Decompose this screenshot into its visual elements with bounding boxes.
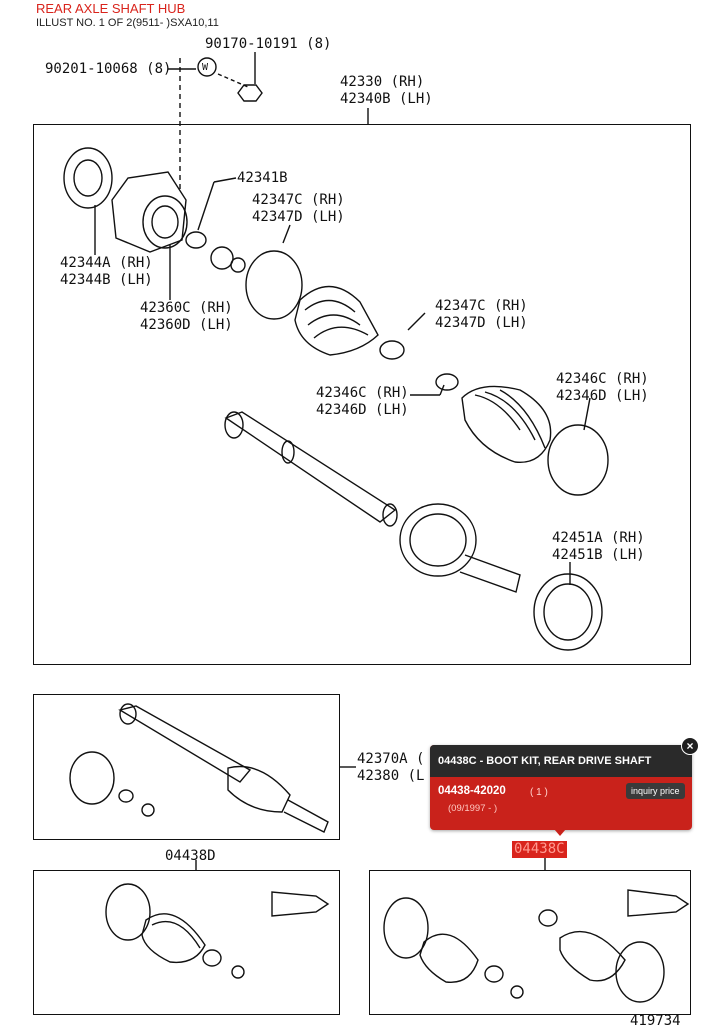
kit-boot (141, 913, 206, 964)
callout-42346d[interactable]: 42346D (LH) (316, 402, 409, 418)
small-boot-clamp (202, 949, 222, 967)
small-boot-clamp (484, 965, 504, 983)
callout-42360d[interactable]: 42360D (LH) (140, 317, 233, 333)
close-icon[interactable]: × (681, 737, 699, 755)
snap-ring (141, 803, 155, 817)
callout-42344a[interactable]: 42344A (RH) (60, 255, 153, 271)
popup-part-number[interactable]: 04438-42020 (438, 785, 506, 797)
boot-clamp (69, 751, 115, 805)
diagram-title: REAR AXLE SHAFT HUB (36, 1, 186, 16)
hub-bearing (63, 147, 113, 209)
callout-04438c-selected[interactable]: 04438C (512, 841, 567, 858)
boot-clamp (105, 883, 151, 941)
popup-quantity: ( 1 ) (530, 787, 548, 798)
callout-42346d-right[interactable]: 42346D (LH) (556, 388, 649, 404)
leader-line (282, 224, 291, 244)
callout-42451b[interactable]: 42451B (LH) (552, 547, 645, 563)
popup-heading: 04438C - BOOT KIT, REAR DRIVE SHAFT (430, 745, 692, 777)
outer-cv-joint (399, 503, 477, 577)
stub-shaft (459, 554, 521, 593)
grease-tube (271, 891, 330, 917)
snap-ring (231, 965, 245, 979)
hub-nut (237, 84, 263, 102)
callout-42347d-lower[interactable]: 42347D (LH) (435, 315, 528, 331)
boot-clamp (615, 941, 665, 1003)
outboard-boot (461, 385, 552, 464)
leader-line (439, 384, 445, 396)
boot-clamp (383, 897, 429, 959)
boot-kit-04438c-frame (369, 870, 691, 1015)
callout-42451a[interactable]: 42451A (RH) (552, 530, 645, 546)
callout-42346c[interactable]: 42346C (RH) (316, 385, 409, 401)
inboard-boot (294, 285, 379, 356)
washer-symbol-label: W (202, 62, 209, 73)
small-boot-clamp (118, 789, 134, 803)
drive-shaft (224, 411, 397, 523)
callout-42347c[interactable]: 42347C (RH) (252, 192, 345, 208)
kit-boot (419, 933, 479, 984)
boot-clamp (547, 424, 609, 496)
snap-ring (510, 985, 524, 999)
callout-04438d[interactable]: 04438D (165, 848, 216, 864)
assembly-boot (227, 765, 291, 813)
callout-42380[interactable]: 42380 (L (357, 768, 425, 784)
leader-line (197, 181, 215, 231)
drive-shaft-assembly (118, 705, 252, 783)
callout-42347d[interactable]: 42347D (LH) (252, 209, 345, 225)
small-boot-clamp (379, 340, 405, 360)
leader-line (407, 312, 426, 331)
drive-shaft-assembly-frame (33, 694, 340, 840)
snap-ring (185, 231, 207, 249)
tripod-joint (210, 246, 234, 270)
callout-90201-10068[interactable]: 90201-10068 (8) (45, 61, 172, 77)
callout-42330[interactable]: 42330 (RH) (340, 74, 425, 90)
main-assembly-frame (33, 124, 691, 665)
washer-symbol (197, 57, 217, 77)
popup-pointer (554, 829, 566, 836)
inquiry-price-button[interactable]: inquiry price (626, 783, 685, 799)
leader-line (213, 177, 237, 183)
callout-42341b[interactable]: 42341B (237, 170, 288, 186)
axle-hub-carrier (111, 171, 187, 253)
callout-42347c-lower[interactable]: 42347C (RH) (435, 298, 528, 314)
small-boot-clamp (538, 909, 558, 927)
leader-line (583, 397, 591, 431)
callout-42344b[interactable]: 42344B (LH) (60, 272, 153, 288)
part-info-popup: 04438C - BOOT KIT, REAR DRIVE SHAFT 0443… (430, 745, 692, 830)
popup-date-range: (09/1997 - ) (448, 803, 498, 814)
callout-42340b[interactable]: 42340B (LH) (340, 91, 433, 107)
boot-kit-04438d-frame (33, 870, 340, 1015)
callout-42370a[interactable]: 42370A ( (357, 751, 425, 767)
small-boot-clamp (435, 373, 459, 391)
leader-line (217, 73, 249, 88)
callout-42346c-right[interactable]: 42346C (RH) (556, 371, 649, 387)
kit-boot (559, 930, 626, 982)
callout-42360c[interactable]: 42360C (RH) (140, 300, 233, 316)
illustration-footer-number: 419734 (630, 1013, 681, 1029)
grease-tube (627, 889, 690, 917)
boot-clamp (245, 250, 303, 320)
illustration-number: ILLUST NO. 1 OF 2(9511- )SXA10,11 (36, 17, 219, 29)
dust-cover (533, 573, 603, 651)
callout-90170-10191[interactable]: 90170-10191 (8) (205, 36, 332, 52)
